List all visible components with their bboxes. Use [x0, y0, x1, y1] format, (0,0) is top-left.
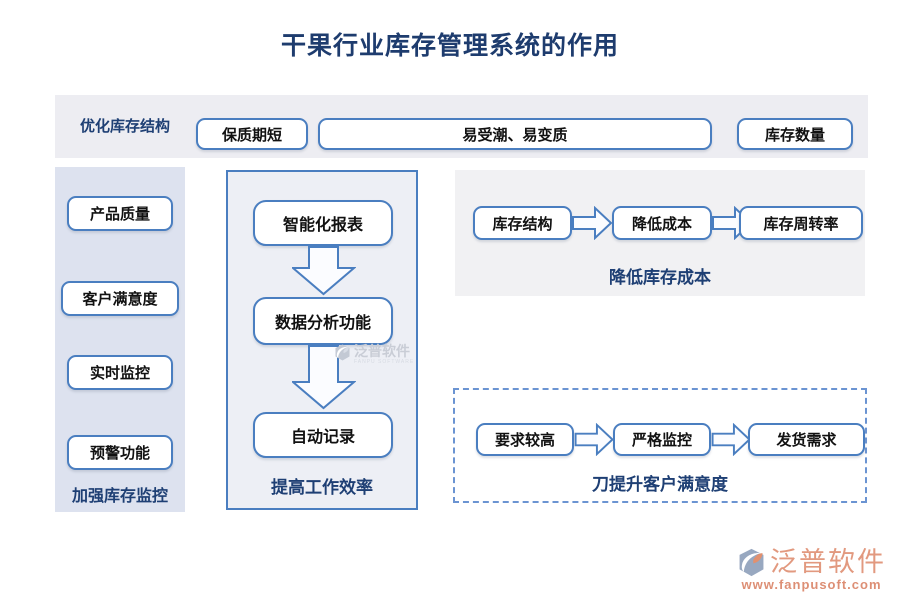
node-smart-report: 智能化报表: [253, 200, 393, 246]
node-strict-monitor: 严格监控: [613, 423, 711, 456]
node-product-quality: 产品质量: [67, 196, 173, 231]
node-warning-function: 预警功能: [67, 435, 173, 470]
cost-panel-label: 降低库存成本: [609, 268, 711, 287]
right-arrow-icon: [572, 206, 613, 240]
right-arrow-icon: [711, 423, 751, 456]
monitor-band-label: 加强库存监控: [71, 488, 168, 505]
fanpu-logo-icon: [739, 548, 764, 576]
satisfaction-panel-label: 刀提升客户满意度: [592, 475, 728, 494]
watermark-brand: 泛普软件: [354, 343, 410, 359]
node-reduce-cost: 降低成本: [612, 206, 712, 240]
down-arrow-icon: [292, 345, 356, 410]
right-arrow-icon: [574, 423, 614, 456]
down-arrow-icon: [292, 246, 356, 296]
efficiency-panel: 智能化报表 数据分析功能 泛普软件 FANPU SOFTWARE 自动记录 提高…: [226, 170, 418, 510]
efficiency-panel-label: 提高工作效率: [271, 478, 373, 497]
monitor-band: 产品质量 客户满意度 实时监控 预警功能 加强库存监控: [55, 167, 185, 512]
node-realtime-monitor: 实时监控: [67, 355, 173, 390]
node-customer-satisfaction: 客户满意度: [61, 281, 179, 316]
node-shipping-demand: 发货需求: [748, 423, 865, 456]
node-high-requirement: 要求较高: [476, 423, 574, 456]
footer-brand-block: 泛普软件 www.fanpusoft.com: [737, 547, 886, 592]
node-auto-record: 自动记录: [253, 412, 393, 458]
satisfaction-panel: 要求较高 严格监控 发货需求 刀提升客户满意度: [453, 388, 867, 503]
node-stock-quantity: 库存数量: [737, 118, 853, 150]
optimize-structure-label: 优化库存结构: [79, 118, 170, 135]
node-easily-damp: 易受潮、易变质: [318, 118, 712, 150]
footer-url: www.fanpusoft.com: [741, 577, 882, 592]
page-title: 干果行业库存管理系统的作用: [280, 33, 619, 60]
node-short-shelf-life: 保质期短: [196, 118, 308, 150]
footer-brand-name: 泛普软件: [770, 547, 886, 577]
optimize-structure-band: 优化库存结构 保质期短 易受潮、易变质 库存数量: [55, 95, 868, 158]
node-turnover-rate: 库存周转率: [739, 206, 863, 240]
cost-panel: 库存结构 降低成本 库存周转率 降低库存成本: [455, 170, 865, 296]
node-data-analysis: 数据分析功能: [253, 297, 393, 345]
watermark-sub: FANPU SOFTWARE: [354, 359, 415, 365]
node-stock-structure: 库存结构: [473, 206, 572, 240]
